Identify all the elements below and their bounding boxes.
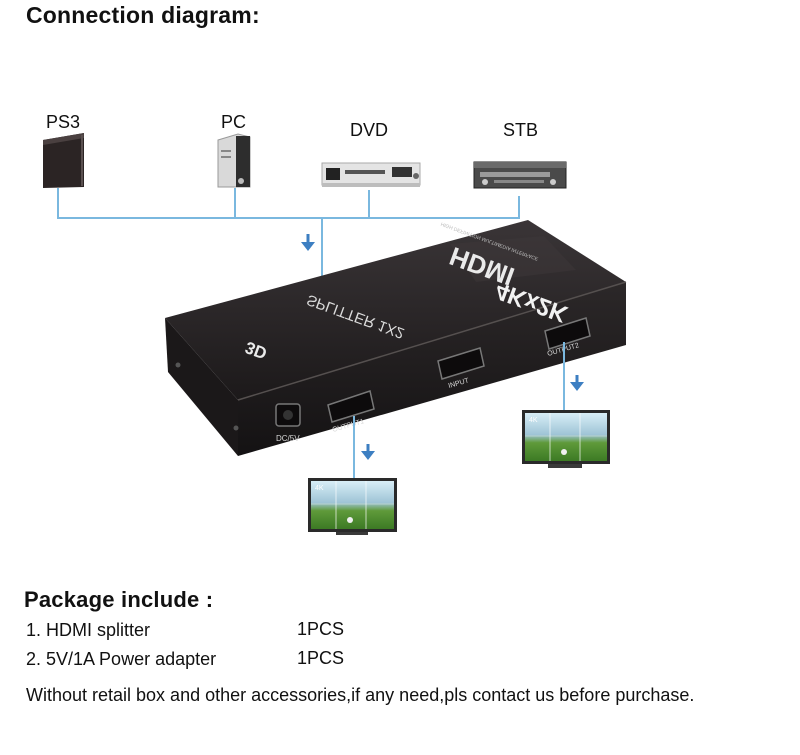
source-label-pc: PC xyxy=(221,112,247,132)
power-port: DC/5V xyxy=(275,403,301,443)
source-label-ps3: PS3 xyxy=(46,112,81,132)
hdmi-splitter-device: HDMI 4Kx2K SPLITTER 1X2 3D HIGH DEFINITI… xyxy=(165,220,627,456)
display-output2-icon: 4K xyxy=(522,410,610,468)
package-heading: Package include : xyxy=(24,587,214,612)
output1-arrow-icon xyxy=(361,444,375,460)
ps3-console-icon xyxy=(43,133,84,188)
output2-arrow-icon xyxy=(570,375,584,391)
purchase-note: Without retail box and other accessories… xyxy=(26,685,695,705)
display-output1-icon: 4K xyxy=(308,478,397,535)
pc-tower-icon xyxy=(217,133,251,188)
input-arrow-icon xyxy=(301,234,315,251)
dvd-player-icon xyxy=(321,162,421,187)
package-item-qty: 1PCS xyxy=(297,648,345,668)
connection-diagram: HDMI 4Kx2K SPLITTER 1X2 3D HIGH DEFINITI… xyxy=(43,133,627,535)
package-item-name: 2. 5V/1A Power adapter xyxy=(26,649,217,669)
output-connection-lines xyxy=(353,342,565,478)
power-port-label: DC/5V xyxy=(276,434,300,443)
source-label-stb: STB xyxy=(503,120,539,140)
set-top-box-icon xyxy=(473,161,567,189)
package-item-qty: 1PCS xyxy=(297,619,345,639)
page-title: Connection diagram: xyxy=(26,2,260,28)
display-output1-badge: 4K xyxy=(315,485,324,492)
source-label-dvd: DVD xyxy=(350,120,389,140)
display-output2-badge: 4K xyxy=(529,417,538,424)
package-item-name: 1. HDMI splitter xyxy=(26,620,151,640)
